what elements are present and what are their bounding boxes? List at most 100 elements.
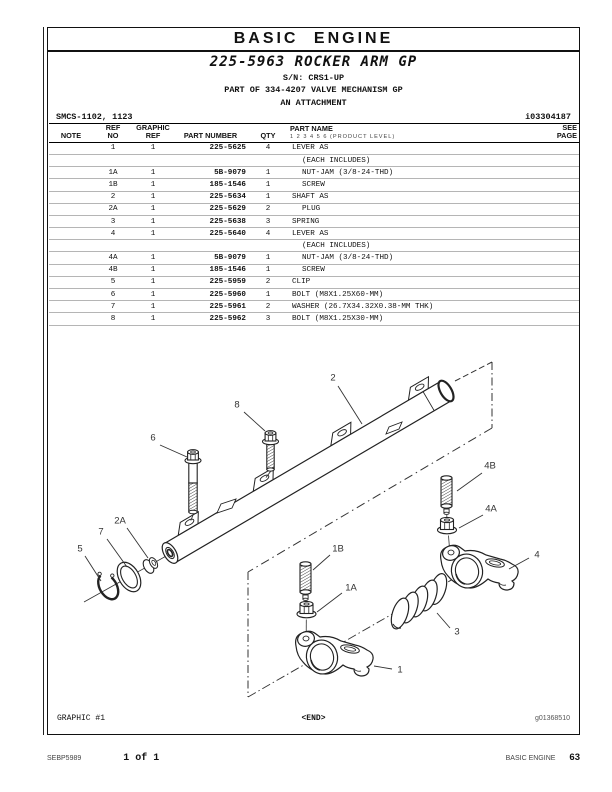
- cell-part-name: (EACH INCLUDES): [288, 154, 541, 168]
- cell-qty: 1: [248, 166, 288, 180]
- cell-part-name: (EACH INCLUDES): [288, 239, 541, 253]
- cell-part-name: SPRING: [288, 215, 541, 229]
- cell-note: [49, 251, 93, 265]
- bolt-8: [261, 430, 280, 478]
- parts-table-row: (EACH INCLUDES): [49, 154, 579, 168]
- cell-ref-no: 5: [93, 276, 133, 290]
- cell-part-name: PLUG: [288, 203, 541, 216]
- cell-qty: 1: [248, 264, 288, 277]
- cell-part-name: SCREW: [288, 178, 541, 192]
- cell-part-name: SCREW: [288, 264, 541, 277]
- cell-qty: [248, 154, 288, 168]
- plug-2a: [142, 557, 159, 574]
- cell-note: [49, 215, 93, 229]
- cell-qty: 2: [248, 276, 288, 290]
- cell-qty: [248, 239, 288, 253]
- cell-see-page: [541, 227, 579, 241]
- cell-see-page: [541, 154, 579, 168]
- cell-part-name: WASHER (26.7X34.32X0.38-MM THK): [288, 300, 541, 314]
- cell-part-number: 185-1546: [173, 264, 248, 277]
- cell-part-number: 5B-9079: [173, 251, 248, 265]
- col-note: NOTE: [60, 131, 82, 141]
- cell-see-page: [541, 276, 579, 290]
- cell-qty: 1: [248, 251, 288, 265]
- cell-ref-no: 4B: [93, 264, 133, 277]
- cell-part-name: LEVER AS: [288, 227, 541, 241]
- cell-ref-no: 4A: [93, 251, 133, 265]
- boundary-lines: [247, 361, 493, 697]
- cell-see-page: [541, 312, 579, 326]
- cell-graphic-ref: 1: [133, 288, 173, 302]
- cell-qty: 2: [248, 203, 288, 216]
- cell-graphic-ref: 1: [133, 142, 173, 155]
- cell-graphic-ref: 1: [133, 312, 173, 326]
- cell-part-name: LEVER AS: [288, 142, 541, 155]
- cell-part-number: 225-5634: [173, 191, 248, 204]
- callout-8: 8: [234, 399, 240, 411]
- cell-note: [49, 239, 93, 253]
- cell-note: [49, 300, 93, 314]
- cell-see-page: [541, 288, 579, 302]
- shaft-2: [161, 375, 455, 564]
- graphic-caption-row: GRAPHIC #1 <END> g01368510: [57, 714, 570, 723]
- snap-ring-5: [97, 571, 120, 601]
- cell-note: [49, 166, 93, 180]
- cell-part-number: [173, 239, 248, 253]
- callout-5: 5: [77, 543, 83, 555]
- cell-graphic-ref: 1: [133, 251, 173, 265]
- part-of-line: PART OF 334-4207 VALVE MECHANISM GP: [224, 85, 403, 95]
- leader-lines: [84, 385, 530, 670]
- graphic-id: g01368510: [534, 715, 570, 722]
- cell-part-name: CLIP: [288, 276, 541, 290]
- cell-ref-no: 2: [93, 191, 133, 204]
- parts-table-row: (EACH INCLUDES): [49, 239, 579, 253]
- cell-part-name: BOLT (M8X1.25X30-MM): [288, 312, 541, 326]
- cell-qty: 3: [248, 312, 288, 326]
- callout-7: 7: [98, 526, 104, 538]
- cell-ref-no: 1A: [93, 166, 133, 180]
- bolt-6: [184, 449, 202, 521]
- attachment-line: AN ATTACHMENT: [280, 97, 347, 108]
- cell-see-page: [541, 178, 579, 192]
- graphic-caption: GRAPHIC #1: [57, 714, 106, 723]
- part-group-title: 225-5963 ROCKER ARM GP: [209, 54, 418, 70]
- col-part-number: PART NUMBER: [183, 131, 238, 141]
- cell-qty: 2: [248, 300, 288, 314]
- cell-graphic-ref: 1: [133, 191, 173, 204]
- cell-graphic-ref: 1: [133, 178, 173, 192]
- cell-part-number: 225-5629: [173, 203, 248, 216]
- page-edge-line: [43, 27, 44, 735]
- cell-see-page: [541, 215, 579, 229]
- cell-ref-no: 3: [93, 215, 133, 229]
- cell-ref-no: 6: [93, 288, 133, 302]
- cell-graphic-ref: 1: [133, 227, 173, 241]
- cell-part-number: 225-5640: [173, 227, 248, 241]
- cell-part-name: BOLT (M8X1.25X60-MM): [288, 288, 541, 302]
- page-frame: BASIC ENGINE 225-5963 ROCKER ARM GP S/N:…: [47, 27, 580, 735]
- cell-graphic-ref: 1: [133, 166, 173, 180]
- serial-number-line: S/N: CRS1-UP: [282, 72, 345, 83]
- media-number: SEBP5989: [47, 755, 82, 762]
- cell-ref-no: 1: [93, 142, 133, 155]
- cell-ref-no: 2A: [93, 203, 133, 216]
- cell-note: [49, 191, 93, 204]
- cell-graphic-ref: 1: [133, 215, 173, 229]
- header-block: 225-5963 ROCKER ARM GP S/N: CRS1-UP PART…: [48, 54, 579, 108]
- cell-part-number: 225-5638: [173, 215, 248, 229]
- cell-part-name: SHAFT AS: [288, 191, 541, 204]
- cell-part-name: NUT-JAM (3/8-24-THD): [288, 251, 541, 265]
- smcs-row: SMCS-1102, 1123 i03304187: [56, 112, 571, 122]
- cell-note: [49, 178, 93, 192]
- cell-see-page: [541, 251, 579, 265]
